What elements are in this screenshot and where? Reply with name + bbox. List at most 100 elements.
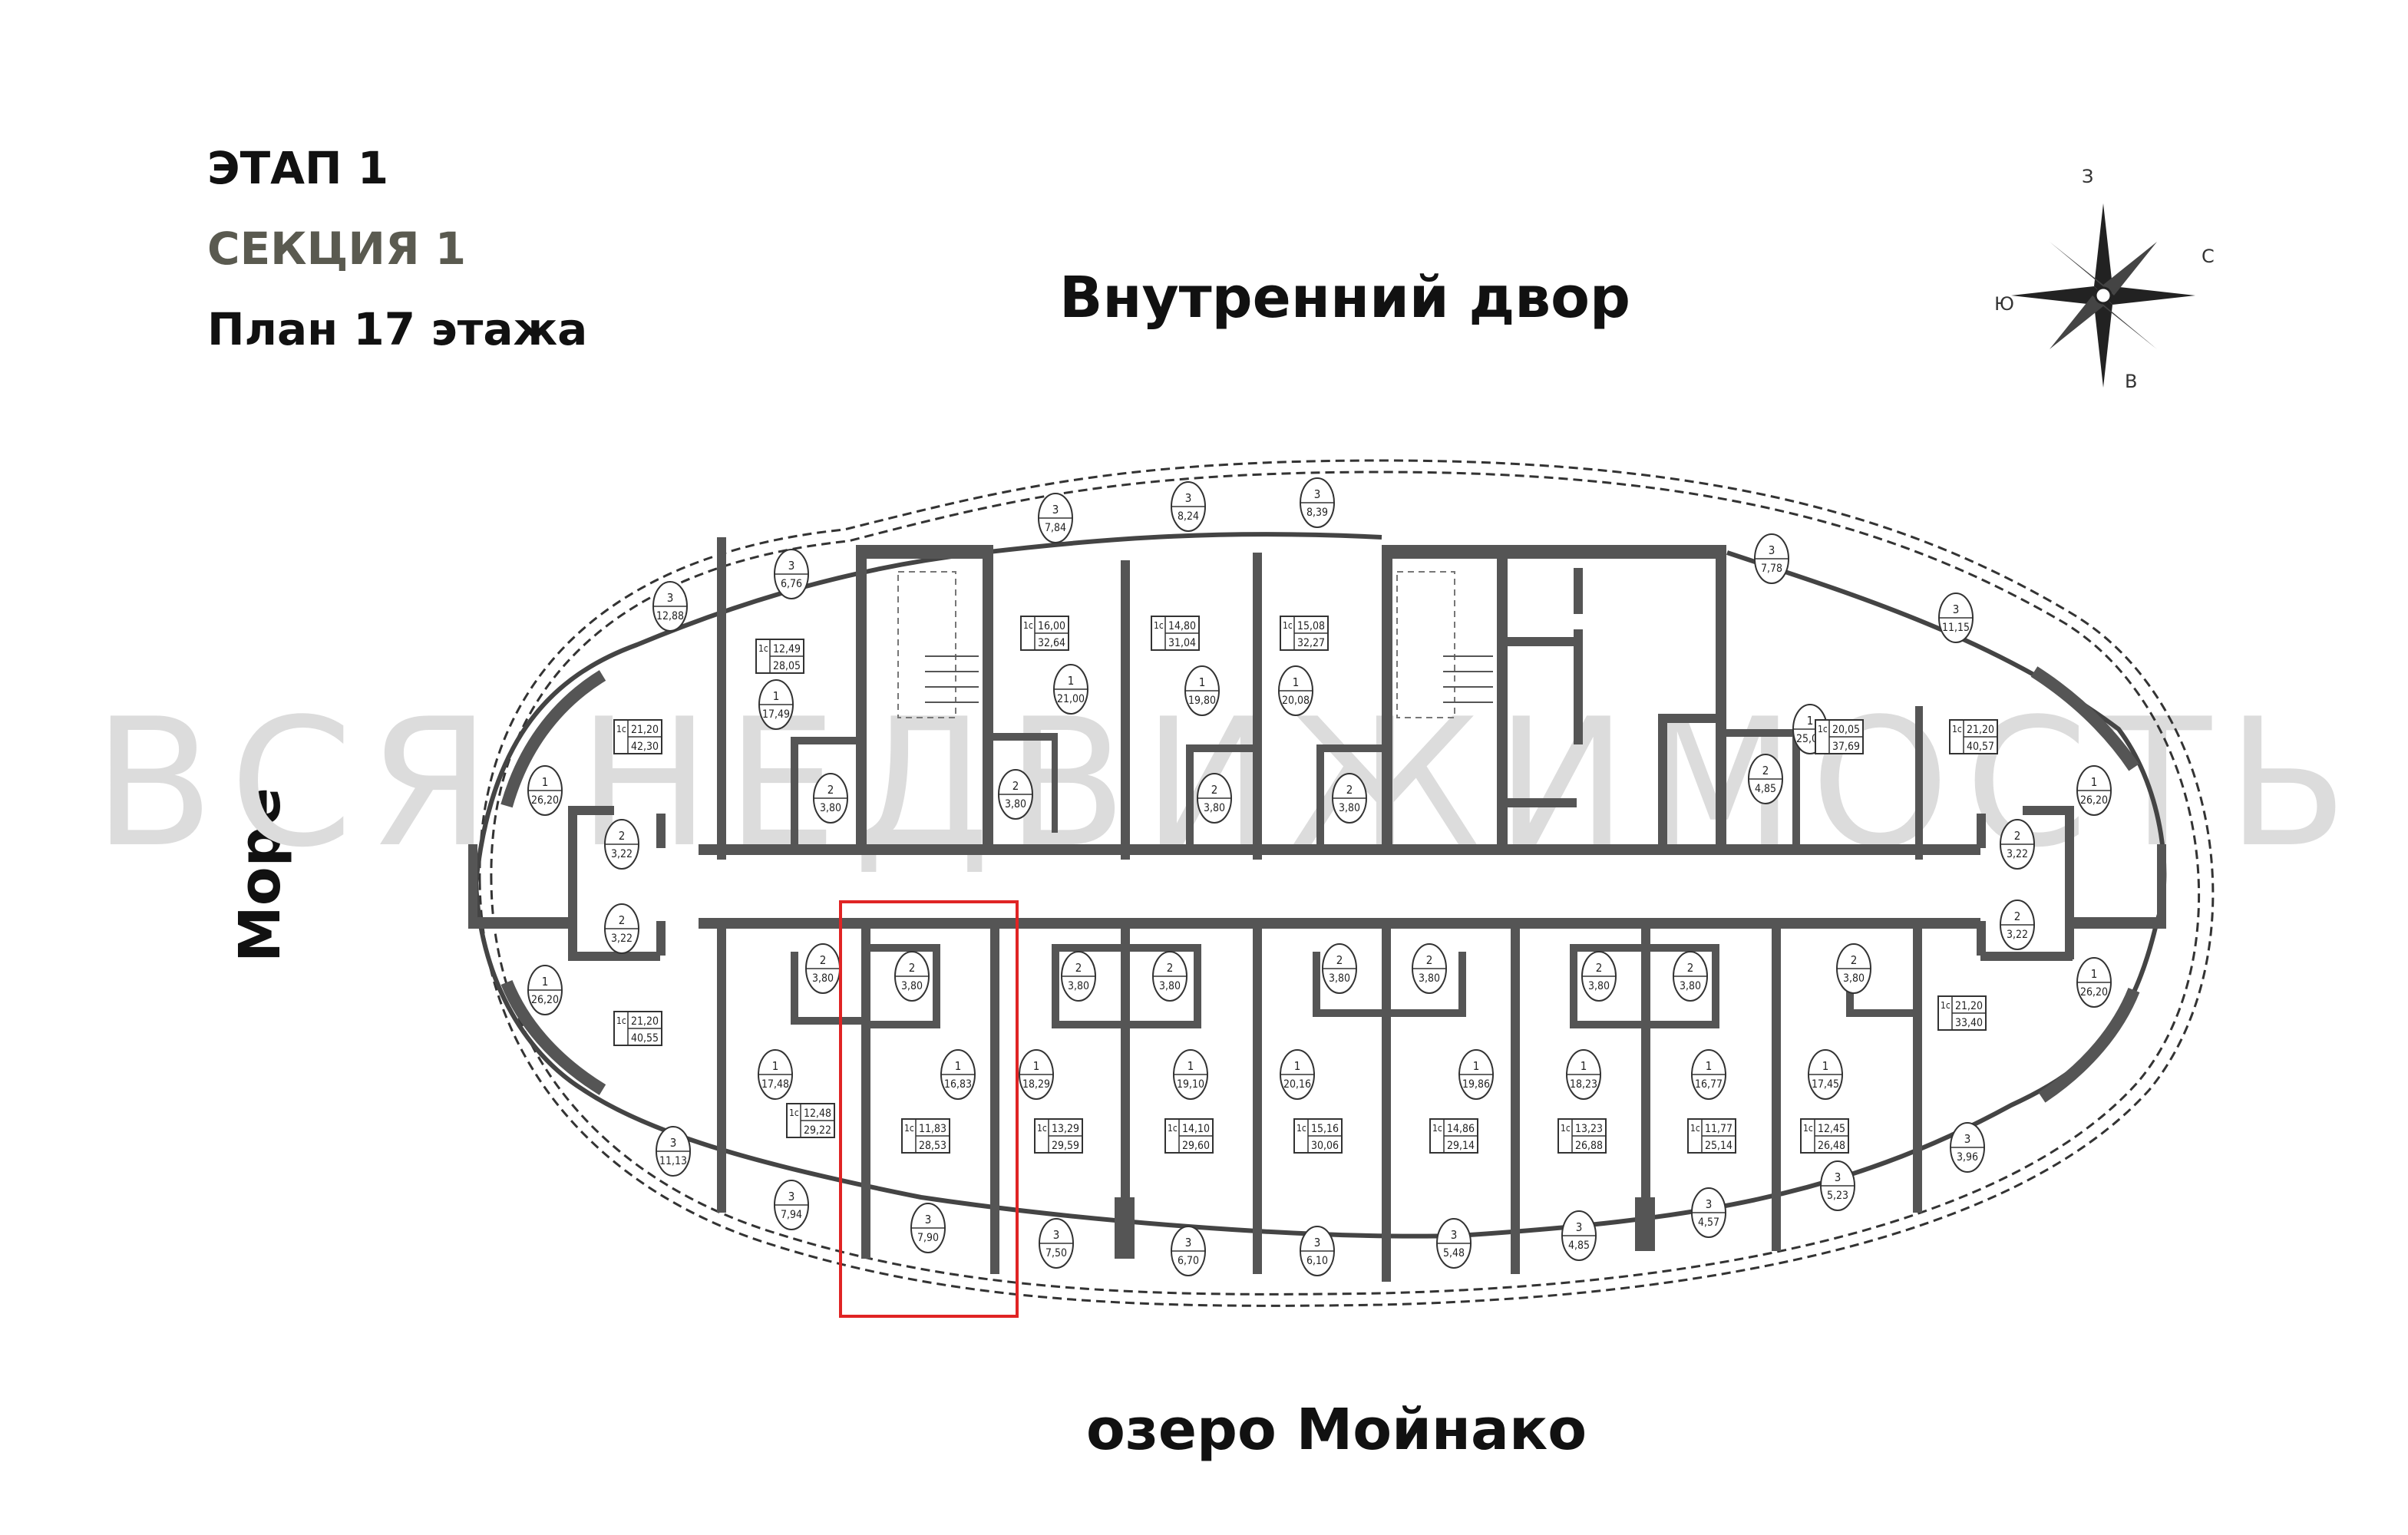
unit-total-area: 29,60: [1182, 1140, 1210, 1152]
room-number: 2: [1167, 961, 1174, 975]
unit-total-area: 29,59: [1052, 1140, 1079, 1152]
room-label: 118,29: [1019, 1049, 1054, 1100]
compass-label-east: С: [2202, 246, 2215, 267]
compass-rose-icon: [2011, 203, 2195, 388]
unit-living-area: 14,86: [1447, 1123, 1475, 1135]
unit-total-area: 26,88: [1575, 1140, 1603, 1152]
room-area: 3,80: [1419, 972, 1440, 985]
room-area: 6,10: [1306, 1255, 1328, 1267]
unit-total-area: 37,69: [1832, 741, 1860, 753]
unit-type: 1с: [904, 1123, 914, 1134]
room-label: 119,80: [1184, 665, 1220, 716]
room-number: 2: [820, 953, 827, 967]
room-label: 23,80: [1197, 773, 1232, 824]
unit-total-area: 31,04: [1168, 637, 1196, 649]
room-number: 1: [1294, 1059, 1301, 1073]
unit-type: 1с: [1283, 620, 1293, 631]
unit-type: 1с: [616, 1015, 626, 1026]
room-area: 3,22: [2007, 929, 2028, 941]
stage-title: ЭТАП 1: [207, 142, 389, 194]
room-area: 6,76: [781, 578, 802, 590]
room-area: 3,80: [1680, 980, 1701, 992]
room-number: 3: [1769, 543, 1775, 557]
room-area: 3,80: [1329, 972, 1350, 985]
room-area: 19,80: [1188, 695, 1216, 707]
unit-type: 1с: [1952, 724, 1962, 734]
room-label: 23,80: [1061, 951, 1096, 1002]
room-number: 1: [955, 1059, 962, 1073]
room-label: 121,00: [1053, 664, 1088, 715]
room-area: 4,57: [1698, 1216, 1719, 1229]
room-number: 3: [1835, 1170, 1842, 1184]
unit-type: 1с: [758, 643, 768, 654]
unit-type: 1с: [1690, 1123, 1700, 1134]
room-label: 117,45: [1808, 1049, 1843, 1100]
unit-type: 1с: [1803, 1123, 1813, 1134]
room-label: 35,23: [1820, 1160, 1855, 1211]
room-area: 3,96: [1957, 1151, 1978, 1164]
unit-total-area: 32,64: [1038, 637, 1065, 649]
room-number: 2: [619, 829, 626, 843]
room-area: 3,80: [1339, 802, 1360, 814]
room-area: 7,50: [1045, 1247, 1067, 1259]
unit-living-area: 13,23: [1575, 1123, 1603, 1135]
unit-living-area: 15,08: [1297, 620, 1325, 632]
room-label: 23,22: [604, 819, 639, 870]
room-number: 3: [1314, 487, 1321, 501]
room-area: 16,83: [944, 1078, 972, 1091]
room-area: 3,80: [1588, 980, 1610, 992]
side-label-courtyard: Внутренний двор: [1059, 265, 1630, 331]
room-area: 3,80: [812, 972, 834, 985]
unit-total-area: 28,05: [773, 660, 801, 672]
highlighted-unit-frame[interactable]: [839, 900, 1019, 1318]
unit-total-area: 26,48: [1818, 1140, 1845, 1152]
unit-living-area: 13,29: [1052, 1123, 1079, 1135]
room-label: 34,57: [1691, 1187, 1726, 1238]
room-label: 23,80: [1152, 951, 1187, 1002]
room-number: 3: [1185, 1236, 1192, 1249]
room-area: 18,29: [1022, 1078, 1050, 1091]
room-label: 118,23: [1566, 1049, 1601, 1100]
room-label: 36,10: [1300, 1226, 1335, 1276]
room-label: 117,48: [758, 1049, 793, 1100]
room-area: 21,00: [1057, 693, 1085, 705]
room-label: 119,86: [1458, 1049, 1494, 1100]
room-area: 20,16: [1283, 1078, 1311, 1091]
room-area: 5,23: [1827, 1190, 1848, 1202]
room-label: 23,80: [1412, 943, 1447, 994]
room-label: 23,22: [2000, 900, 2035, 950]
room-label: 38,24: [1171, 481, 1206, 532]
compass-label-south: В: [2125, 371, 2137, 392]
room-number: 2: [1426, 953, 1433, 967]
room-number: 2: [619, 913, 626, 927]
room-label: 37,94: [774, 1180, 809, 1230]
room-area: 16,77: [1695, 1078, 1723, 1091]
room-area: 3,22: [611, 848, 633, 860]
room-label: 23,80: [998, 769, 1033, 820]
unit-living-area: 14,10: [1182, 1123, 1210, 1135]
room-number: 2: [1851, 953, 1858, 967]
unit-type: 1с: [789, 1108, 799, 1118]
room-area: 4,85: [1568, 1240, 1590, 1252]
room-number: 2: [2014, 909, 2021, 923]
room-label: 23,22: [604, 903, 639, 954]
